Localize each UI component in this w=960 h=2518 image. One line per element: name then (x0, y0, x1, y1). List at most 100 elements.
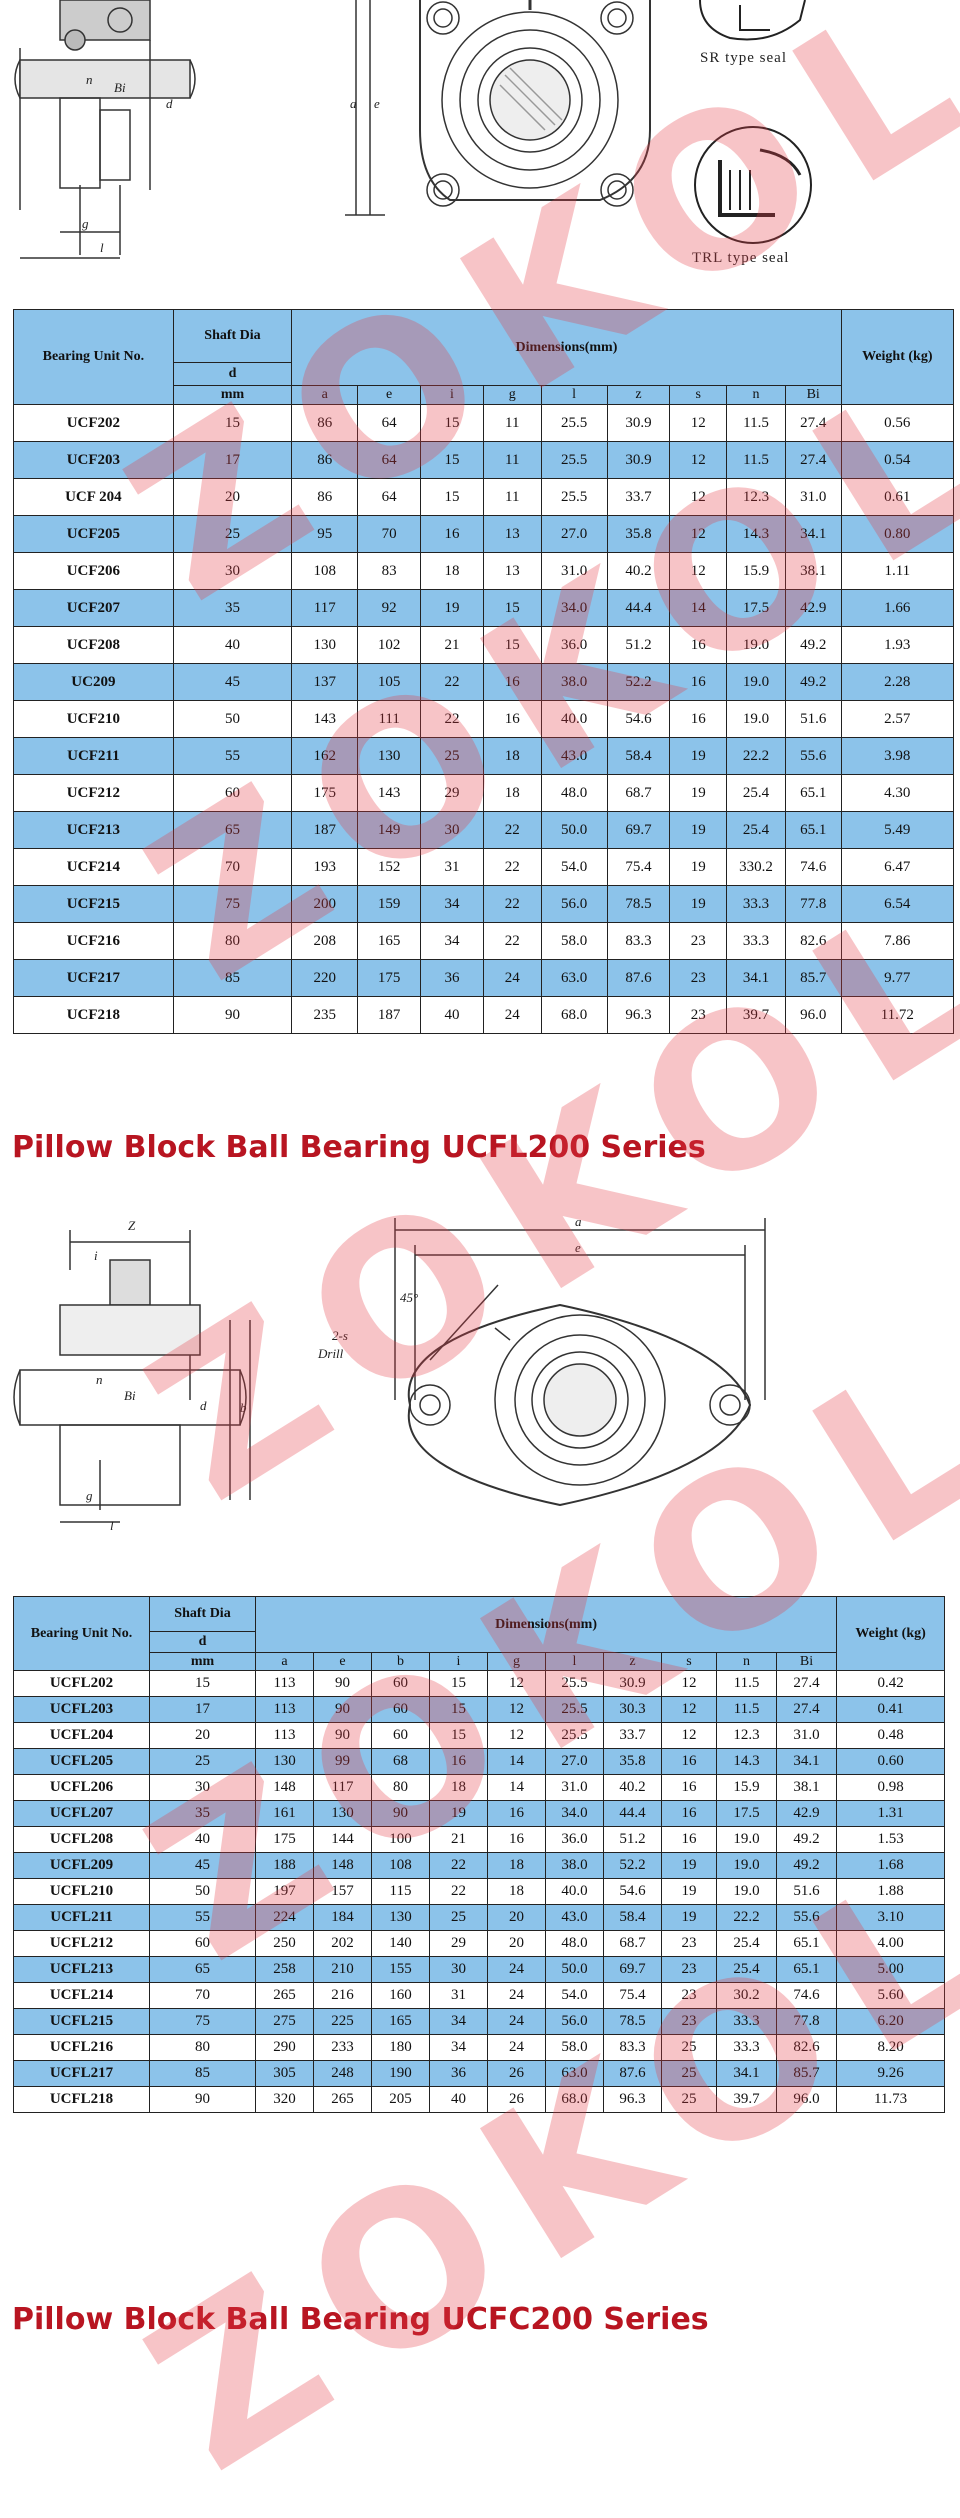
table-cell: 31.0 (540, 552, 608, 590)
table-cell: 0.41 (836, 1696, 946, 1723)
table-cell: 34.0 (540, 589, 608, 627)
table-cell: 16 (482, 663, 542, 701)
table-cell: 19 (669, 737, 728, 775)
table-cell: 27.4 (775, 1696, 838, 1723)
table-cell: 65.1 (784, 774, 842, 812)
table-cell: 19 (669, 885, 728, 923)
table-cell: 69.7 (603, 1956, 662, 1983)
table-cell: 25.5 (545, 1670, 604, 1697)
table-cell: 51.6 (775, 1878, 838, 1905)
ucf-label-a: a (350, 96, 357, 111)
header-dimensions: Dimensions(mm) (291, 309, 842, 386)
table-cell: 1.93 (840, 626, 955, 664)
table-cell: 6.54 (840, 885, 955, 923)
table-cell: 36 (420, 959, 484, 997)
ucfl-label-g: g (86, 1488, 93, 1503)
table-header-row: d (14, 362, 954, 386)
table-cell: 113 (255, 1696, 314, 1723)
table-cell: 30.2 (716, 1982, 777, 2009)
ucfl-label-b: b (240, 1400, 247, 1415)
table-cell: 12.3 (716, 1722, 777, 1749)
table-cell: 33.7 (603, 1722, 662, 1749)
bearing-unit-no: UCFL207 (13, 1800, 150, 1827)
table-cell: 38.0 (540, 663, 608, 701)
table-cell: 187 (357, 996, 422, 1034)
table-cell: 77.8 (784, 885, 842, 923)
header-col-s: s (669, 385, 728, 405)
table-cell: 3.10 (836, 1904, 946, 1931)
table-cell: 54.6 (603, 1878, 662, 1905)
table-cell: 95 (291, 515, 359, 553)
table-cell: 157 (313, 1878, 372, 1905)
table-cell: 63.0 (540, 959, 608, 997)
table-cell: 0.60 (836, 1748, 946, 1775)
table-cell: 54.6 (606, 700, 671, 738)
table-cell: 12 (669, 552, 728, 590)
ucfl-drawing: Z i n Bi d b g l a e 45° 2 (0, 1200, 960, 1570)
table-cell: 86 (291, 441, 359, 479)
table-cell: 7.86 (840, 922, 955, 960)
table-cell: 22 (429, 1852, 488, 1879)
table-cell: 175 (357, 959, 422, 997)
table-cell: 82.6 (775, 2034, 838, 2061)
table-cell: 202 (313, 1930, 372, 1957)
table-cell: 175 (291, 774, 359, 812)
table-cell: 34.1 (716, 2060, 777, 2087)
table-cell: 96.3 (603, 2086, 662, 2113)
table-cell: 30 (429, 1956, 488, 1983)
table-cell: 12 (669, 404, 728, 442)
table-cell: 25 (429, 1904, 488, 1931)
table-cell: 54.0 (540, 848, 608, 886)
table-cell: 60 (172, 774, 293, 812)
table-cell: 85.7 (775, 2060, 838, 2087)
table-cell: 36 (429, 2060, 488, 2087)
bearing-unit-no: UCFL210 (13, 1878, 150, 1905)
header-weight: Weight (kg) (836, 1596, 946, 1671)
table-cell: 31.0 (784, 478, 842, 516)
table-cell: 48.0 (540, 774, 608, 812)
table-cell: 12 (669, 515, 728, 553)
table-cell: 160 (371, 1982, 430, 2009)
table-cell: 78.5 (606, 885, 671, 923)
table-cell: 68.0 (545, 2086, 604, 2113)
table-cell: 19 (669, 811, 728, 849)
table-cell: 55 (149, 1904, 256, 1931)
table-cell: 24 (487, 1982, 546, 2009)
table-cell: 11.73 (836, 2086, 946, 2113)
table-cell: 200 (291, 885, 359, 923)
table-cell: 77.8 (775, 2008, 838, 2035)
table-cell: 64 (357, 441, 422, 479)
table-cell: 1.11 (840, 552, 955, 590)
table-cell: 248 (313, 2060, 372, 2087)
table-cell: 23 (661, 1982, 717, 2009)
table-cell: 305 (255, 2060, 314, 2087)
table-cell: 25.5 (545, 1722, 604, 1749)
table-cell: 220 (291, 959, 359, 997)
ucfc-section-title: Pillow Block Ball Bearing UCFC200 Series (12, 2302, 709, 2337)
table-cell: 111 (357, 700, 422, 738)
bearing-unit-no: UC209 (13, 663, 174, 701)
table-cell: 18 (482, 737, 542, 775)
header-col-z: z (606, 385, 671, 405)
ucfl-side-section (13, 1230, 251, 1523)
table-cell: 17 (172, 441, 293, 479)
table-cell: 40.2 (606, 552, 671, 590)
bearing-unit-no: UCFL202 (13, 1670, 150, 1697)
sr-seal-detail (699, 0, 806, 41)
table-cell: 0.48 (836, 1722, 946, 1749)
table-cell: 30.9 (606, 441, 671, 479)
table-cell: 210 (313, 1956, 372, 1983)
table-cell: 1.31 (836, 1800, 946, 1827)
table-cell: 58.4 (606, 737, 671, 775)
table-cell: 22 (420, 700, 484, 738)
table-cell: 26 (487, 2060, 546, 2087)
ucfl-label-n: n (96, 1372, 103, 1387)
table-cell: 250 (255, 1930, 314, 1957)
table-cell: 235 (291, 996, 359, 1034)
table-cell: 56.0 (545, 2008, 604, 2035)
